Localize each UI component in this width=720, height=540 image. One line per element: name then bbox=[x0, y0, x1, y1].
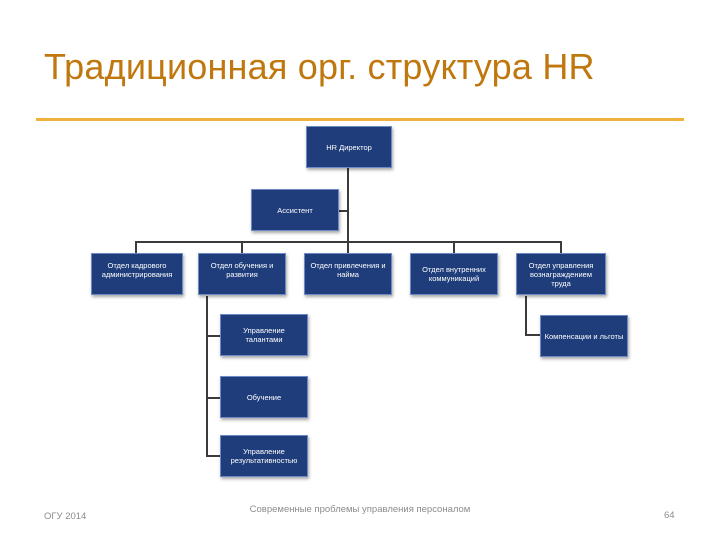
connector-dept-3 bbox=[347, 241, 349, 253]
connector-director-spine bbox=[347, 168, 349, 242]
org-box-dept-recruiting: Отдел привлечения и найма bbox=[304, 253, 392, 295]
connector-training-spine bbox=[206, 296, 208, 456]
connector-dept-4 bbox=[453, 241, 455, 253]
connector-training-sub-1 bbox=[206, 335, 220, 337]
org-box-talent-management: Управление талантами bbox=[220, 314, 308, 356]
footer-left: ОГУ 2014 bbox=[44, 511, 87, 522]
org-box-dept-internal-comms: Отдел внутренних коммуникаций bbox=[410, 253, 498, 295]
connector-training-sub-3 bbox=[206, 455, 220, 457]
org-box-hr-director: HR Директор bbox=[306, 126, 392, 168]
title-divider bbox=[36, 118, 684, 121]
org-box-assistant: Ассистент bbox=[251, 189, 339, 231]
org-box-compensation-benefits: Компенсации и льготы bbox=[540, 315, 628, 357]
connector-dept-1 bbox=[135, 241, 137, 253]
org-box-dept-training: Отдел обучения и развития bbox=[198, 253, 286, 295]
footer-center: Современные проблемы управления персонал… bbox=[249, 504, 471, 515]
org-box-dept-hr-admin: Отдел кадрового администрирования bbox=[91, 253, 183, 295]
connector-dept-2 bbox=[241, 241, 243, 253]
org-box-training: Обучение bbox=[220, 376, 308, 418]
connector-training-sub-2 bbox=[206, 397, 220, 399]
connector-rewards-spine bbox=[525, 296, 527, 336]
connector-assistant bbox=[339, 210, 349, 212]
connector-rewards-sub-1 bbox=[525, 334, 540, 336]
org-box-dept-rewards: Отдел управления вознаграждением труда bbox=[516, 253, 606, 295]
page-number: 64 bbox=[664, 510, 675, 521]
connector-dept-5 bbox=[560, 241, 562, 253]
org-box-performance-management: Управление результативностью bbox=[220, 435, 308, 477]
slide-title: Традиционная орг. структура HR bbox=[44, 46, 595, 87]
